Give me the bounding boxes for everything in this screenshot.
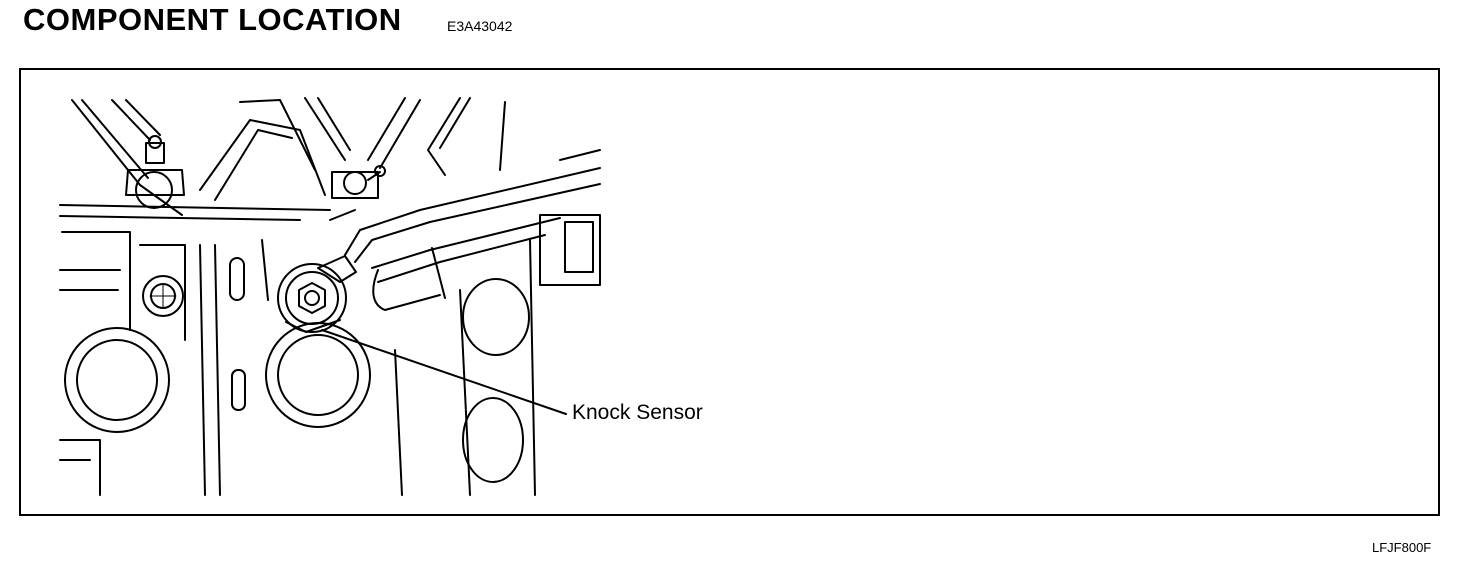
left-bolt (142, 275, 184, 317)
cylinder-bores (64, 239, 371, 496)
figure-frame (19, 68, 1440, 516)
connector (372, 214, 601, 311)
upper-bracket-lines (71, 97, 506, 216)
slots (229, 257, 246, 411)
lower-base (59, 149, 601, 496)
page-title: COMPONENT LOCATION (23, 2, 402, 37)
block-ledge (59, 204, 331, 341)
knock-sensor-label: Knock Sensor (572, 401, 703, 424)
upper-studs (125, 135, 386, 209)
figure-id: LFJF800F (1372, 540, 1432, 555)
knock-sensor (277, 255, 357, 333)
callout-leader-line (321, 329, 567, 415)
right-ovals (394, 239, 536, 496)
wire-harness (329, 167, 601, 283)
document-code: E3A43042 (447, 18, 513, 34)
